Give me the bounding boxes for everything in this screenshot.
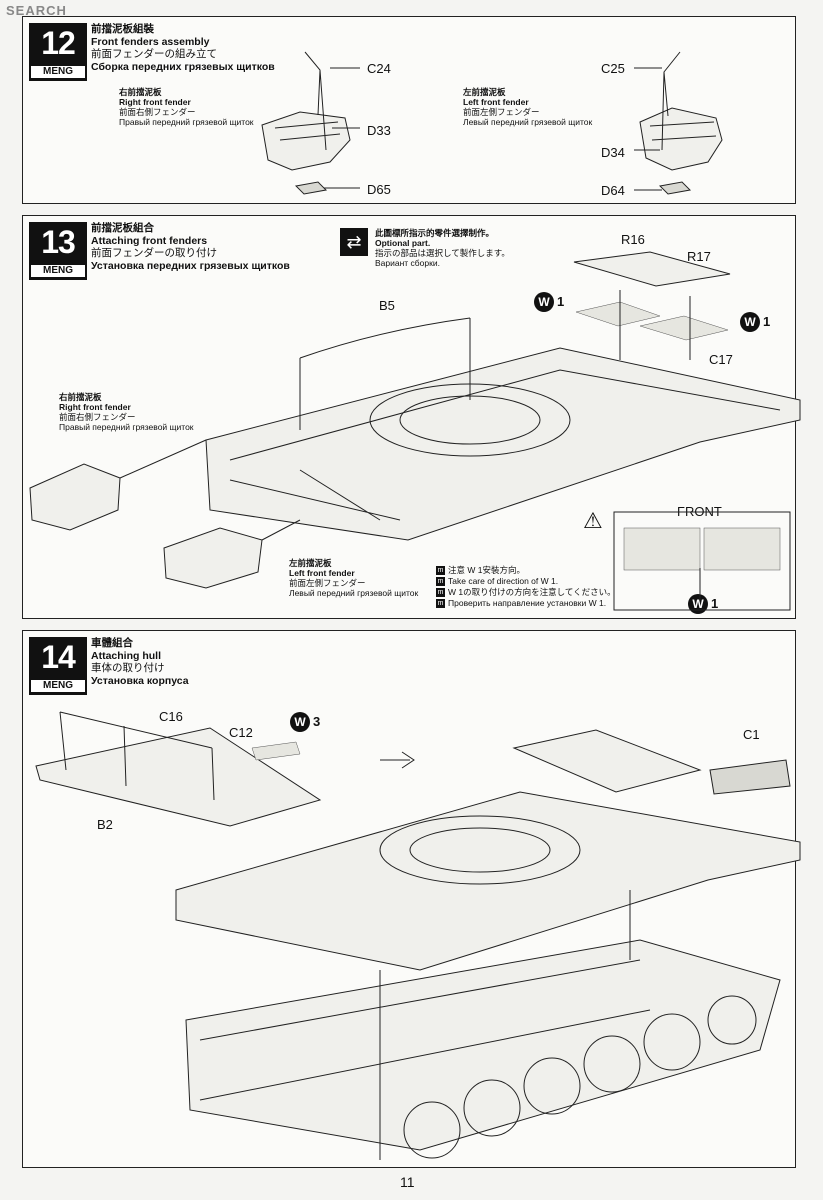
hull-plate-drawing: [35, 711, 322, 827]
part-c17: C17: [709, 352, 733, 367]
w1-detail-drawing: [613, 511, 791, 611]
step-13-badge: 13 MENG: [29, 222, 87, 280]
part-d34: D34: [601, 145, 625, 160]
part-c24: C24: [367, 61, 391, 76]
right-fender-label: 右前擋泥板 Right front fender 前面右側フェンダー Правы…: [59, 392, 194, 432]
part-r16: R16: [621, 232, 645, 247]
part-b2: B2: [97, 817, 113, 832]
step13-fender-drawings: [29, 439, 301, 589]
part-d65: D65: [367, 182, 391, 197]
engine-grilles-drawing: [573, 251, 731, 360]
step-number: 14: [41, 639, 76, 675]
step-14-title: 車體組合 Attaching hull 車体の取り付け Установка ко…: [91, 637, 189, 687]
step-13-title: 前擋泥板組合 Attaching front fenders 前面フェンダーの取…: [91, 222, 290, 272]
step-12-badge: 12 MENG: [29, 23, 87, 81]
left-fender-drawing: [634, 51, 723, 195]
part-d33: D33: [367, 123, 391, 138]
lower-hull-tracks-drawing: [185, 890, 781, 1160]
part-c1: C1: [743, 727, 760, 742]
watermark: SEARCH: [6, 3, 67, 18]
step-12-title: 前擋泥板組裝 Front fenders assembly 前面フェンダーの組み…: [91, 23, 275, 73]
right-fender-label: 右前擋泥板 Right front fender 前面右側フェンダー Правы…: [119, 87, 254, 127]
part-c16: C16: [159, 709, 183, 724]
swap-icon: ⇄: [340, 228, 368, 256]
part-b5: B5: [379, 298, 395, 313]
w-part-badge: W: [740, 312, 760, 332]
brand-logo: MENG: [31, 66, 85, 78]
w-part-badge: W: [534, 292, 554, 312]
brand-logo: MENG: [31, 680, 85, 692]
step-number: 12: [41, 25, 76, 61]
warning-icon: ⚠: [583, 508, 603, 533]
page-number: 11: [400, 1174, 415, 1190]
step-number: 13: [41, 224, 76, 260]
w-part-badge: W: [688, 594, 708, 614]
right-fender-drawing: [261, 51, 360, 195]
brand-logo: MENG: [31, 265, 85, 277]
part-c12: C12: [229, 725, 253, 740]
step-14-badge: 14 MENG: [29, 637, 87, 695]
part-d64: D64: [601, 183, 625, 198]
part-c25: C25: [601, 61, 625, 76]
part-r17: R17: [687, 249, 711, 264]
upper-hull-drawing: [175, 729, 801, 971]
optional-part-note: 此圖標所指示的零件選擇制作。 Optional part. 指示の部品は選択して…: [375, 228, 510, 268]
w-part-badge: W: [290, 712, 310, 732]
left-fender-label: 左前擋泥板 Left front fender 前面左側フェンダー Левый …: [289, 558, 419, 598]
hull-top-drawing: [205, 317, 801, 541]
left-fender-label: 左前擋泥板 Left front fender 前面左側フェンダー Левый …: [463, 87, 593, 127]
